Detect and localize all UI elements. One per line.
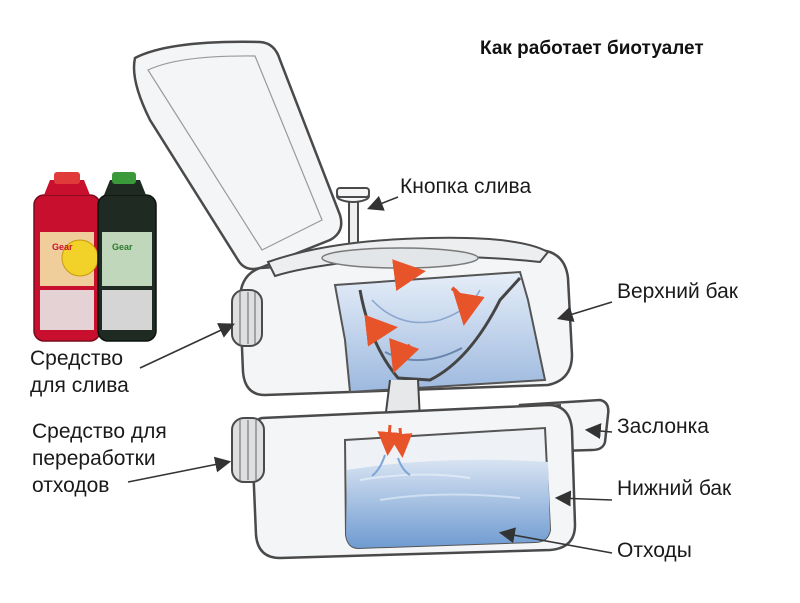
label-lower-tank: Нижний бак [617, 477, 732, 500]
pointer-waste-agent [127, 456, 232, 483]
bottle-brand-left: Gear [52, 242, 73, 252]
pointer-lines [127, 195, 613, 554]
label-upper-tank: Верхний бак [617, 280, 738, 303]
pointer-waste [498, 527, 613, 554]
label-flush-agent-line2: для слива [30, 374, 129, 397]
upper-tank-cutaway [333, 259, 547, 421]
label-waste-agent-line2: переработки [32, 447, 156, 470]
label-waste-agent-line3: отходов [32, 474, 110, 497]
bottle-brand-right: Gear [112, 242, 133, 252]
label-flush-button: Кнопка слива [400, 175, 532, 198]
pointer-lower-tank [554, 490, 613, 507]
page-title: Как работает биотуалет [480, 38, 704, 59]
label-flush-agent-line1: Средство [30, 347, 124, 370]
lower-tank-cutaway [343, 424, 552, 550]
toilet-lid [132, 40, 343, 271]
label-valve: Заслонка [617, 415, 709, 438]
label-waste-agent-line1: Средство для [32, 420, 167, 443]
pointer-flush-button [367, 195, 399, 211]
flush-button-graphic [336, 187, 370, 247]
label-waste: Отходы [617, 539, 692, 562]
chemical-bottles [33, 172, 157, 342]
pointer-upper-tank [556, 301, 613, 322]
pointer-flush-agent [139, 323, 235, 369]
pointer-valve [584, 423, 613, 440]
